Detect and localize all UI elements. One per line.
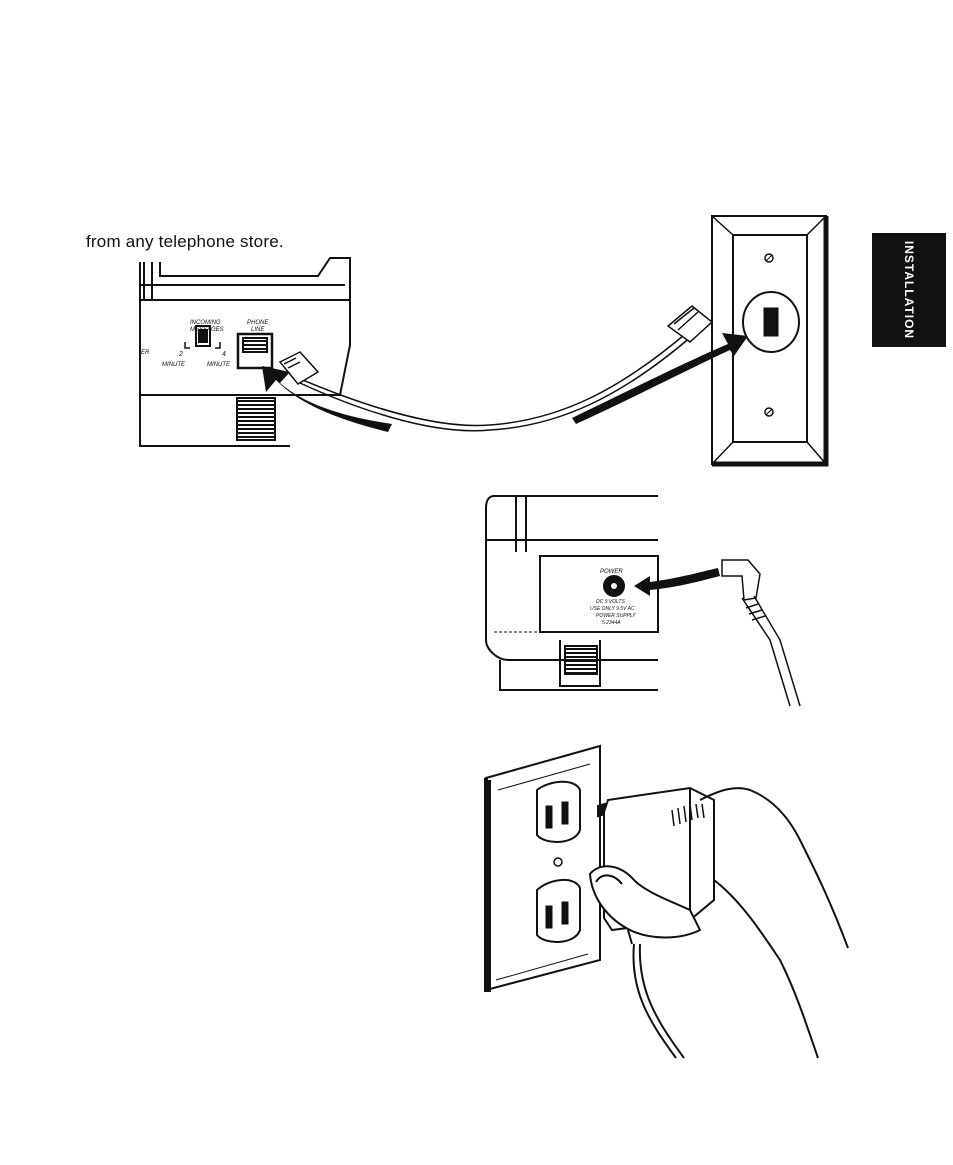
incoming-messages-label: INCOMING xyxy=(190,320,221,326)
phone-line-label: PHONE xyxy=(247,320,269,326)
power-spec-3: POWER SUPPLY xyxy=(596,613,636,619)
power-plug-cord xyxy=(722,560,800,706)
power-jack-illustration xyxy=(486,496,658,690)
incoming-messages-label-2: MESSAGES xyxy=(190,327,224,333)
partial-label: ER xyxy=(141,350,150,356)
power-spec-4: 5 2344A xyxy=(602,620,621,626)
outlet-illustration xyxy=(486,746,600,990)
answering-machine-back-illustration xyxy=(140,258,350,446)
power-spec-2: USE ONLY 9.5V AC xyxy=(590,606,635,612)
phone-cord xyxy=(298,330,692,431)
phone-plug-left xyxy=(280,352,318,384)
two-minute-number: 2 xyxy=(178,351,183,358)
adapter-in-hand-illustration xyxy=(590,788,848,1058)
four-minute-number: 4 xyxy=(222,351,226,358)
phone-line-label-2: LINE xyxy=(251,327,265,333)
arrow-to-wall-jack xyxy=(572,333,748,424)
arrow-to-machine xyxy=(262,366,392,432)
power-spec-1: DC 9 VOLTS xyxy=(596,599,625,605)
minute-label-right: MINUTE xyxy=(207,362,231,368)
arrow-to-power-jack xyxy=(634,568,720,596)
phone-plug-right xyxy=(668,306,712,342)
minute-label-left: MINUTE xyxy=(162,362,186,368)
power-label: POWER xyxy=(600,569,623,575)
